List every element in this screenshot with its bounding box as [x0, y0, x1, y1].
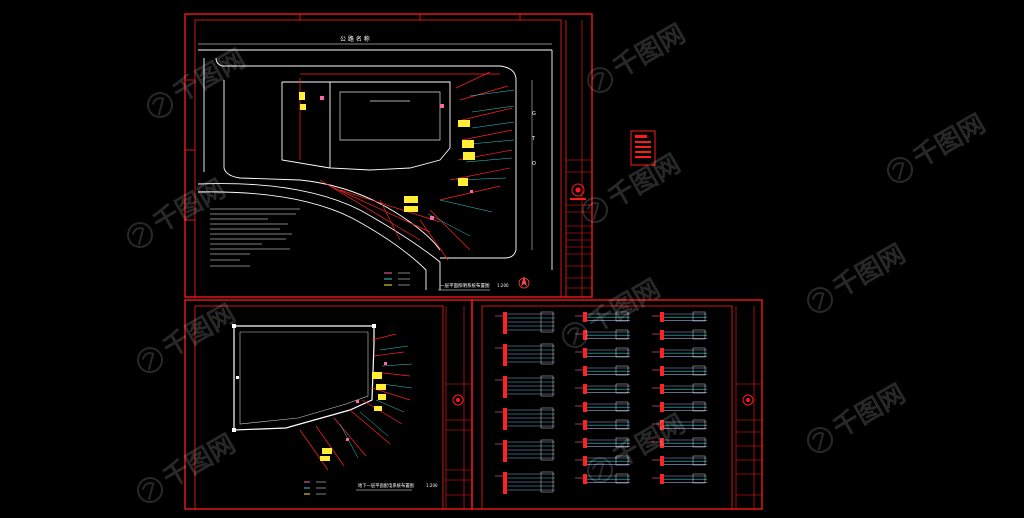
design-notes [210, 208, 300, 267]
schematic-block [575, 455, 630, 466]
schematic-block [575, 365, 630, 376]
company-logo-icon [742, 394, 754, 406]
legend-bottom [304, 481, 326, 495]
schematic-block [495, 407, 555, 430]
sheet-top-title: 一层平面照明系统布置图 [440, 282, 490, 289]
schematic-block [652, 365, 707, 376]
legend-top [384, 272, 410, 286]
schematic-block [652, 473, 707, 484]
schematic-block [575, 311, 630, 322]
schematic-block [652, 455, 707, 466]
road-name-label: 公 路 名 称 [340, 35, 370, 43]
sheet-bottom-left-scale: 1:200 [426, 483, 438, 488]
distribution-schematics [495, 311, 707, 494]
north-arrow-icon [518, 276, 530, 289]
schematic-block [652, 437, 707, 448]
schematic-block [652, 401, 707, 412]
schematic-block [652, 347, 707, 358]
revision-stamp [630, 130, 656, 166]
svg-text:O: O [532, 161, 536, 167]
building-outline [281, 81, 451, 171]
schematic-block [652, 311, 707, 322]
equipment-blocks-top [299, 92, 475, 212]
schematic-block [495, 471, 555, 494]
schematic-block [495, 311, 555, 334]
drawing-sheet-bottom-right [471, 299, 763, 510]
drawing-sheet-bottom-left: 地下一层平面配电系统布置图 1:200 [184, 299, 473, 510]
schematic-block [575, 347, 630, 358]
schematic-block [652, 383, 707, 394]
schematic-block [495, 439, 555, 462]
schematic-block [652, 419, 707, 430]
schematic-block [652, 329, 707, 340]
company-logo-icon [452, 394, 464, 406]
schematic-block [495, 343, 555, 366]
sheet-bottom-left-title: 地下一层平面配电系统布置图 [358, 482, 414, 489]
schematic-block [495, 375, 555, 398]
schematic-block [575, 401, 630, 412]
sheet-top-scale: 1:200 [497, 283, 509, 288]
title-block-top [565, 20, 592, 297]
schematic-block [575, 419, 630, 430]
schematic-block [575, 329, 630, 340]
company-logo-icon [570, 183, 586, 200]
schematic-block [575, 473, 630, 484]
svg-text:T: T [531, 136, 536, 142]
schematic-block [575, 437, 630, 448]
schematic-block [575, 383, 630, 394]
equipment-blocks-bottom [320, 372, 386, 461]
svg-text:G: G [532, 111, 536, 117]
drawing-sheet-top: 公 路 名 称 G T O [184, 13, 593, 298]
